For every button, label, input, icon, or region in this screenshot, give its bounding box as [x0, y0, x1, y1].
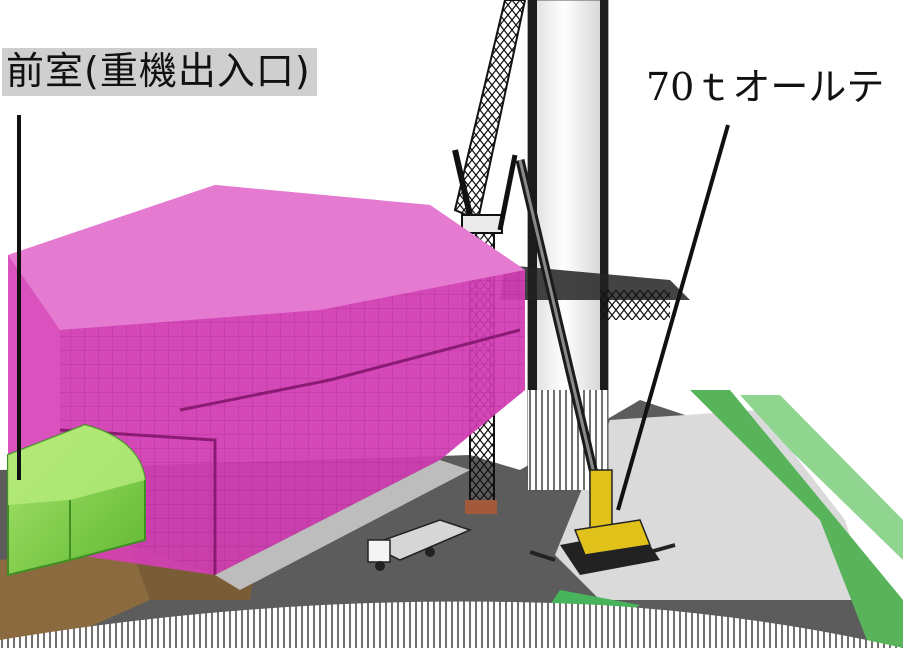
perimeter-fence — [0, 601, 903, 648]
chimney-tower — [500, 0, 690, 490]
crane-leader-line — [616, 124, 730, 511]
mobile-crane-70t — [515, 158, 676, 575]
anteroom-structure — [7, 423, 146, 577]
main-building — [8, 185, 525, 590]
anteroom-callout-label: 前室(重機出入口) — [2, 48, 317, 96]
crane-callout-label: 70ｔオールテ — [646, 65, 885, 109]
truck — [367, 519, 473, 571]
